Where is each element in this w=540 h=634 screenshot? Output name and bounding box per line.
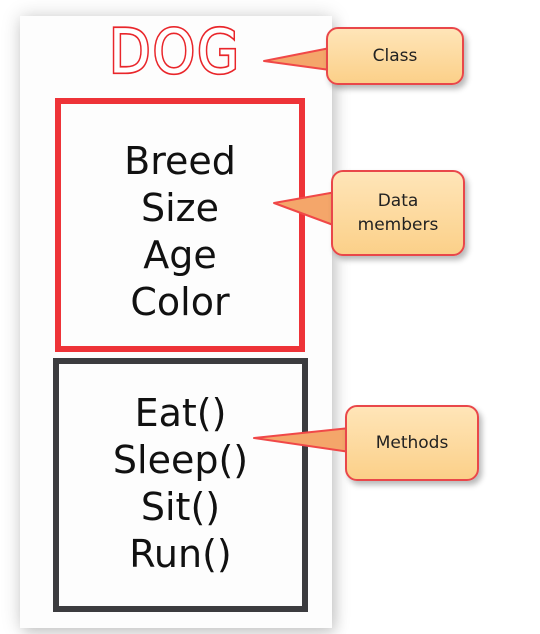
class-name-title: DOG bbox=[108, 16, 241, 87]
methods-callout: Methods bbox=[345, 405, 479, 481]
class-callout-label: Class bbox=[372, 46, 418, 66]
data-member-item: Breed bbox=[124, 139, 236, 183]
data-members-callout-label: Data members bbox=[358, 189, 439, 237]
data-members-callout-line: Data bbox=[377, 191, 419, 211]
class-callout: Class bbox=[326, 27, 464, 85]
data-members-box: Breed Size Age Color bbox=[55, 98, 305, 352]
class-callout-pointer bbox=[263, 47, 331, 71]
methods-callout-label: Methods bbox=[375, 433, 449, 453]
method-item: Eat() bbox=[134, 391, 227, 435]
class-card bbox=[20, 16, 332, 628]
data-members-callout-pointer bbox=[273, 191, 337, 227]
methods-box: Eat() Sleep() Sit() Run() bbox=[53, 358, 308, 612]
data-member-item: Age bbox=[143, 233, 217, 277]
data-members-list: Breed Size Age Color bbox=[61, 138, 299, 326]
method-item: Sit() bbox=[140, 485, 221, 529]
data-members-callout: Data members bbox=[331, 170, 465, 256]
method-item: Run() bbox=[129, 532, 232, 576]
data-member-item: Color bbox=[130, 280, 230, 324]
methods-callout-pointer bbox=[253, 427, 351, 453]
data-members-callout-line: members bbox=[357, 215, 439, 235]
methods-list: Eat() Sleep() Sit() Run() bbox=[59, 390, 302, 578]
method-item: Sleep() bbox=[112, 438, 249, 482]
data-member-item: Size bbox=[140, 186, 219, 230]
